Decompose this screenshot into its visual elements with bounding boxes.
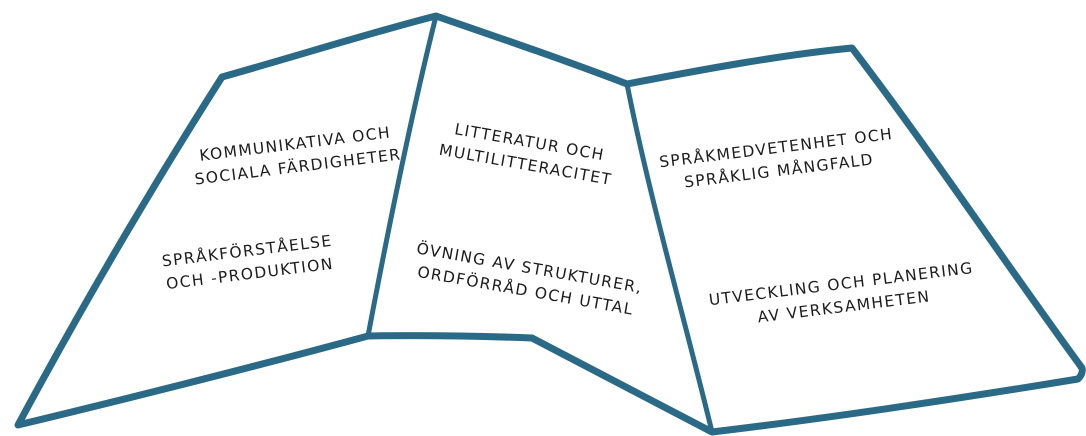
fold-line-right bbox=[624, 81, 715, 435]
fold-line-left bbox=[365, 13, 439, 339]
map-sheet bbox=[18, 16, 1082, 432]
map-outline bbox=[14, 12, 1086, 436]
